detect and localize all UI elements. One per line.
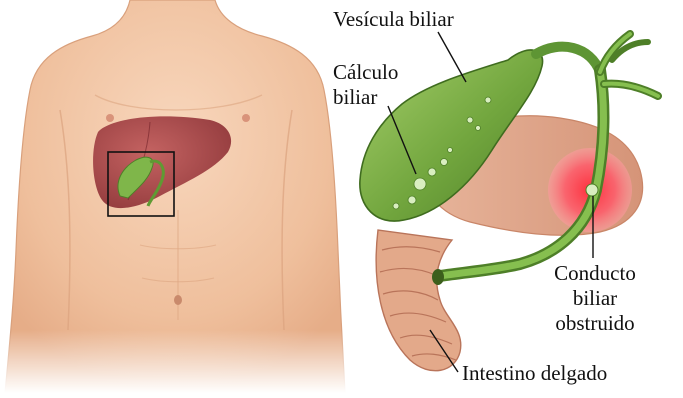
label-small-intestine: Intestino delgado — [462, 362, 607, 385]
label-blocked-duct-line1: Conducto — [545, 262, 645, 285]
gallbladder-neck — [536, 47, 600, 72]
gallstone — [476, 126, 481, 131]
gallstone — [441, 159, 448, 166]
torso-fade — [0, 330, 350, 393]
label-gallbladder: Vesícula biliar — [333, 8, 454, 31]
blocking-stone — [586, 184, 598, 196]
torso-figure — [0, 0, 350, 393]
gallstone — [428, 168, 436, 176]
leader-gallbladder — [438, 32, 466, 82]
gallstone — [393, 203, 399, 209]
gallstone — [467, 117, 473, 123]
navel — [174, 295, 182, 305]
label-gallstone-line2: biliar — [333, 86, 377, 109]
gallstone — [485, 97, 491, 103]
gallstone — [408, 196, 416, 204]
small-intestine — [376, 230, 461, 371]
left-nipple — [106, 114, 114, 122]
gallstone — [448, 148, 453, 153]
label-blocked-duct-line2: biliar — [545, 287, 645, 310]
right-nipple — [242, 114, 250, 122]
label-blocked-duct-line3: obstruido — [545, 312, 645, 335]
label-gallstone-line1: Cálculo — [333, 61, 398, 84]
duct-opening — [432, 269, 444, 285]
gallstone — [414, 178, 426, 190]
